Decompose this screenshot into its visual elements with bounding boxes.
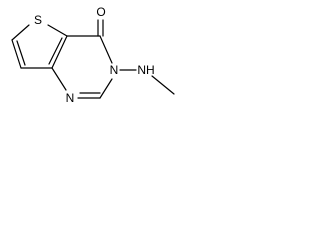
bond-c5-c4 — [11, 39, 22, 69]
molecule-structure: S O N N NH — [11, 5, 175, 105]
nitrogen-lower-label: N — [66, 91, 75, 105]
sulfur-label: S — [34, 13, 42, 27]
bond-c1-c3-fused-double — [48, 37, 63, 65]
atom-labels: S O N N NH — [34, 5, 155, 105]
bond-c1-c3-fused — [51, 35, 68, 69]
bond-s-c1 — [47, 24, 68, 37]
bond-nh-methyl — [151, 75, 175, 95]
structure-canvas: S O N N NH — [0, 0, 190, 120]
amine-label: NH — [137, 63, 154, 77]
oxygen-label: O — [96, 5, 105, 19]
bond-c2-n-ring — [99, 78, 113, 99]
bond-s-c5 — [11, 24, 30, 41]
bond-n-ring-c-carbonyl — [99, 35, 113, 64]
bonds — [11, 19, 175, 99]
bond-c3-n-lower — [51, 67, 67, 91]
bond-c5-c4-double — [16, 40, 26, 66]
nitrogen-ring-label: N — [110, 63, 119, 77]
